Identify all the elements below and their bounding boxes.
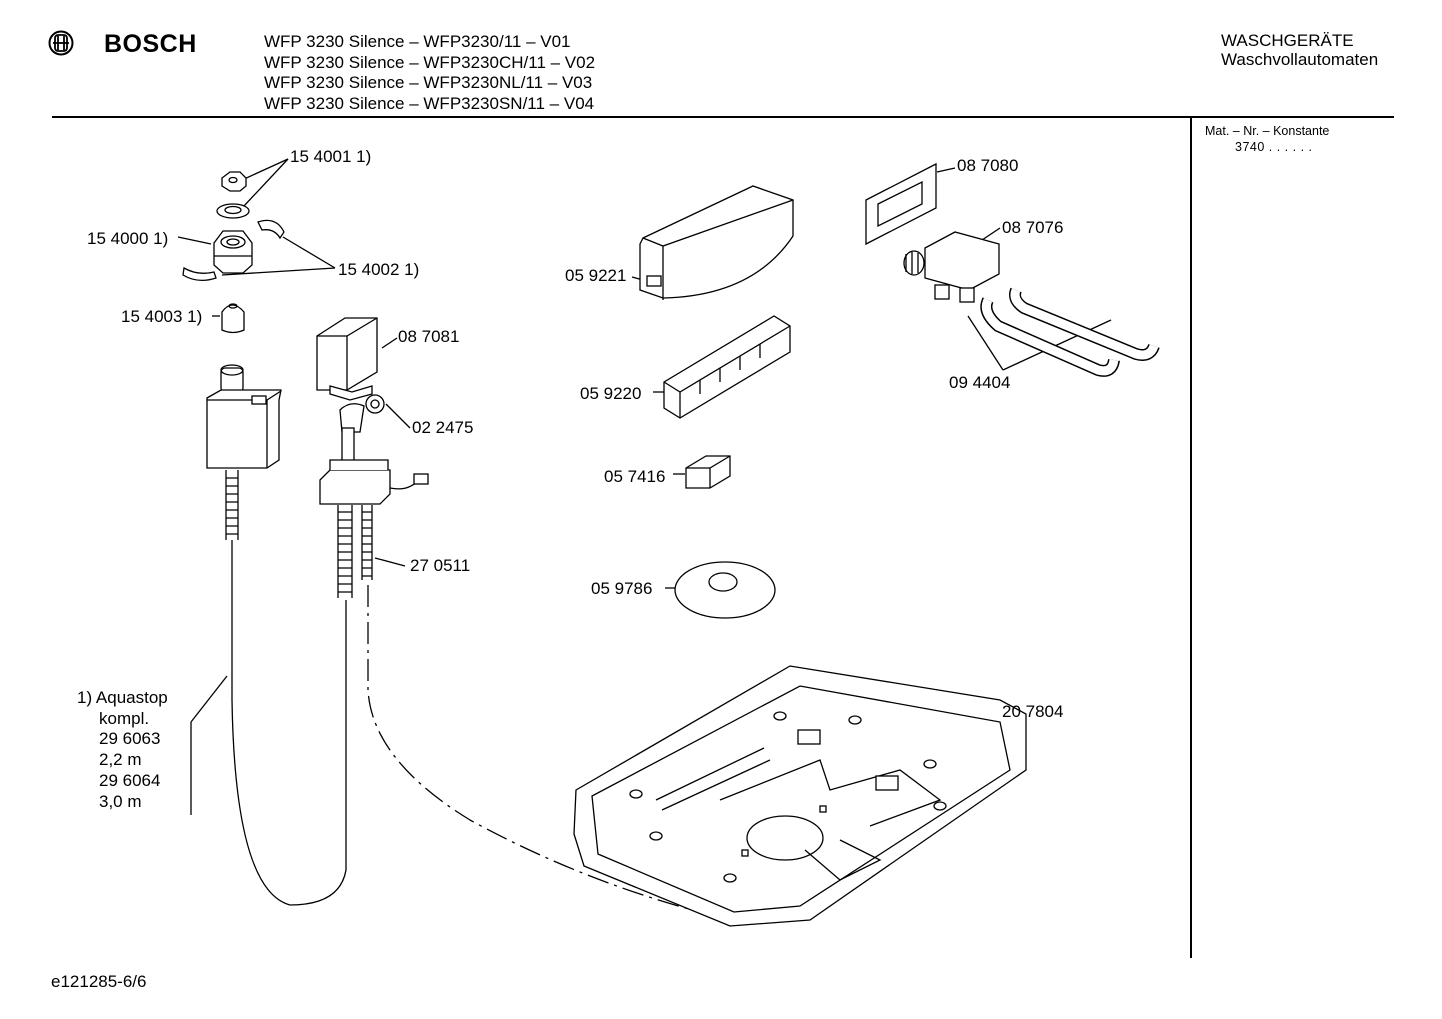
aquastop-line: kompl. [99, 708, 150, 728]
cover-part [316, 317, 378, 401]
connector-part [685, 455, 731, 489]
model-line-4: WFP 3230 Silence – WFP3230SN/11 – V04 [264, 93, 595, 113]
part-label-087080: 08 7080 [957, 156, 1019, 175]
part-label-087076: 08 7076 [1002, 218, 1064, 237]
leader-lines [177, 158, 1112, 815]
document-code: e121285-6/6 [51, 972, 147, 991]
part-label-022475: 02 2475 [412, 418, 474, 437]
disc-part [674, 561, 776, 619]
model-line-3: WFP 3230 Silence – WFP3230NL/11 – V03 [264, 73, 593, 92]
solenoid-valve [903, 231, 1000, 303]
fitting-part [213, 230, 253, 274]
category-title: WASCHGERÄTE [1221, 31, 1354, 50]
part-label-059221: 05 9221 [565, 266, 627, 285]
part-label-154000: 15 4000 1) [87, 229, 169, 248]
aquastop-line: 29 6063 [99, 729, 161, 749]
header-divider [52, 116, 1394, 118]
bracket-part [663, 315, 791, 419]
side-divider [1190, 118, 1192, 958]
part-label-059220: 05 9220 [580, 384, 642, 403]
part-label-087081: 08 7081 [398, 327, 460, 346]
mat-nr-value: 3740 . . . . . . [1235, 140, 1313, 154]
clip-parts [182, 219, 285, 282]
hose-parts [980, 287, 1160, 377]
part-label-154003: 15 4003 1) [121, 307, 203, 326]
aquastop-line: 3,0 m [99, 791, 142, 811]
aquastop-line: 29 6064 [99, 770, 161, 790]
part-label-207804: 20 7804 [1002, 702, 1064, 721]
cap-part [221, 303, 245, 334]
aquastop-title: 1) Aquastop [77, 688, 168, 707]
aquastop-line: 2,2 m [99, 750, 142, 770]
part-label-057416: 05 7416 [604, 467, 666, 486]
model-line-2: WFP 3230 Silence – WFP3230CH/11 – V02 [264, 52, 596, 72]
detergent-housing [639, 185, 794, 300]
part-label-154001: 15 4001 1) [290, 147, 372, 166]
aquastop-valve [206, 364, 347, 906]
part-label-270511: 27 0511 [410, 556, 471, 575]
part-label-094404: 09 4404 [949, 373, 1011, 392]
part-label-154002: 15 4002 1) [338, 260, 420, 279]
brand-name: BOSCH [104, 30, 197, 58]
category-block: WASCHGERÄTE Waschvollautomaten [1221, 31, 1378, 69]
nut-part [216, 171, 250, 219]
base-plate [573, 665, 1027, 927]
frame-part [865, 162, 937, 246]
category-subtitle: Waschvollautomaten [1221, 50, 1379, 69]
mat-nr-title: Mat. – Nr. – Konstante [1205, 124, 1330, 138]
inlet-valve-assembly [319, 394, 429, 598]
model-line-1: WFP 3230 Silence – WFP3230/11 – V01 [264, 32, 571, 51]
aquastop-note: 1) Aquastop kompl. 29 6063 2,2 m 29 6064… [77, 688, 168, 812]
bosch-logo-icon [48, 30, 74, 56]
part-label-059786: 05 9786 [591, 579, 653, 598]
model-list: WFP 3230 Silence – WFP3230/11 – V01 WFP … [264, 32, 595, 114]
